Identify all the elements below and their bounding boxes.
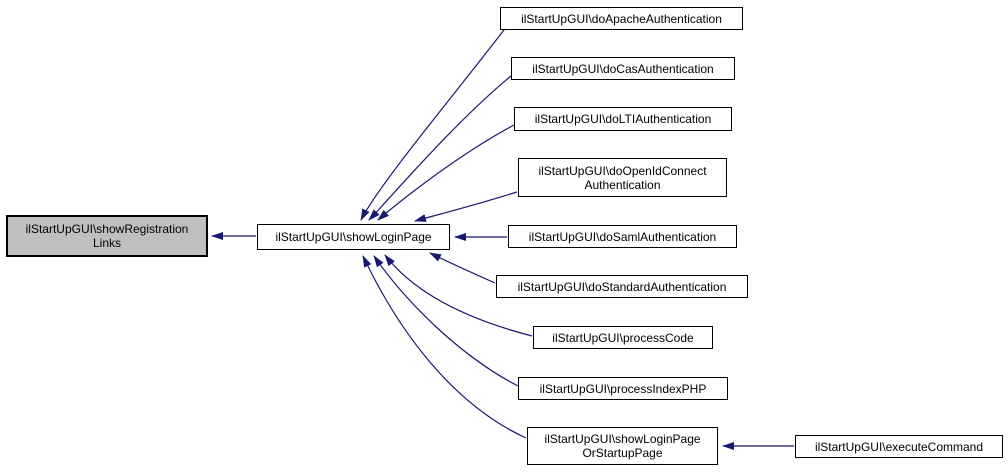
node-do-apache-authentication[interactable]: ilStartUpGUI\doApacheAuthentication [500,7,743,30]
node-show-login-page[interactable]: ilStartUpGUI\showLoginPage [257,224,450,250]
node-show-login-page-or-startup-page[interactable]: ilStartUpGUI\showLoginPage OrStartupPage [527,427,718,465]
edge-showloginpageorstartuppage-to-showloginpage [362,255,527,439]
node-execute-command[interactable]: ilStartUpGUI\executeCommand [795,435,1003,458]
node-do-open-id-connect-authentication[interactable]: ilStartUpGUI\doOpenIdConnect Authenticat… [518,158,727,197]
node-process-index-php[interactable]: ilStartUpGUI\processIndexPHP [518,377,728,400]
edge-processindexphp-to-showloginpage [373,255,519,387]
node-process-code[interactable]: ilStartUpGUI\processCode [533,326,713,349]
edge-processcode-to-showloginpage [384,254,533,337]
node-do-lti-authentication[interactable]: ilStartUpGUI\doLTIAuthentication [514,107,732,131]
edge-doopenidconnectauthentication-to-showloginpage [414,191,518,222]
node-show-registration-links: ilStartUpGUI\showRegistration Links [6,215,208,257]
edge-docasauthentication-to-showloginpage [368,75,512,221]
node-do-saml-authentication[interactable]: ilStartUpGUI\doSamlAuthentication [508,225,737,248]
edge-doltiauthentication-to-showloginpage [377,124,515,221]
node-do-cas-authentication[interactable]: ilStartUpGUI\doCasAuthentication [511,57,735,80]
edge-doapacheauthentication-to-showloginpage [360,29,505,221]
edge-dostandardauthentication-to-showloginpage [429,252,496,284]
node-do-standard-authentication[interactable]: ilStartUpGUI\doStandardAuthentication [496,275,748,298]
